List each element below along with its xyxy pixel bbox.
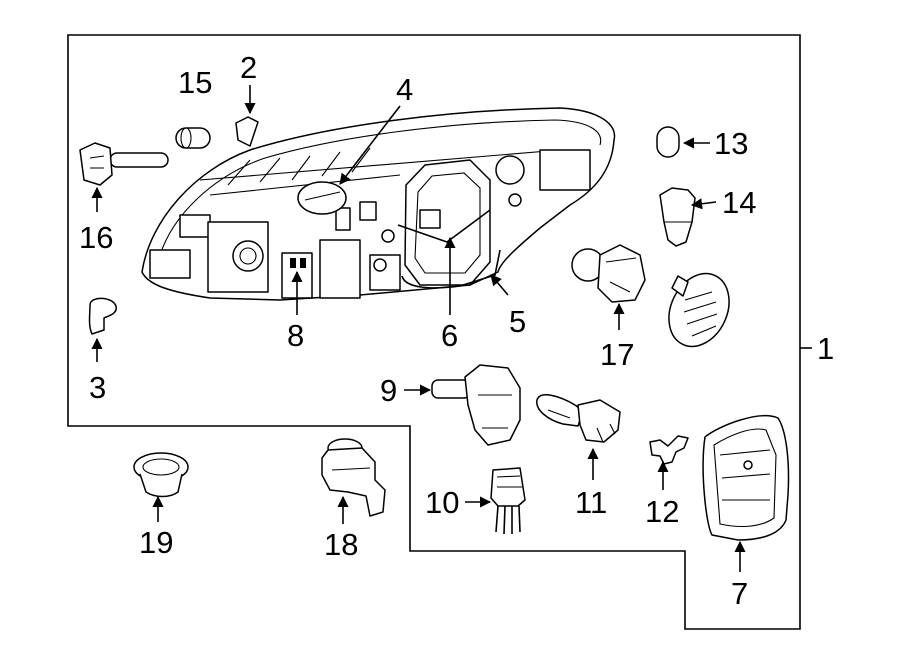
callout-3: 3 [89,370,106,405]
callout-9: 9 [380,373,397,408]
callout-2: 2 [240,50,257,85]
clip-2 [235,116,259,147]
bulb-9 [431,364,521,446]
callout-7: 7 [731,576,748,611]
callout-16: 16 [79,220,113,255]
connector-3 [88,297,117,335]
bulb-16 [79,142,169,186]
callout-15: 15 [178,65,212,100]
cover-7 [702,415,790,541]
assembly-boundary [67,34,801,630]
callout-18: 18 [324,527,358,562]
connector-10 [490,467,526,535]
bulb-14 [659,187,696,247]
socket-18 [321,438,386,517]
callout-17: 17 [600,337,634,372]
leader-lines [91,85,746,572]
callout-10: 10 [425,485,459,520]
callout-19: 19 [139,525,173,560]
callout-14: 14 [722,185,756,220]
clip-12 [649,435,689,465]
grommet-19 [133,452,189,498]
callout-13: 13 [714,126,748,161]
socket-17 [571,244,646,303]
callout-4: 4 [396,72,413,107]
callout-5: 5 [509,304,526,339]
callout-11: 11 [575,485,607,520]
callout-1: 1 [817,331,834,366]
headlamp-housing [141,107,616,301]
bulb-11 [536,394,621,443]
callout-12: 12 [645,494,679,529]
callout-8: 8 [287,318,304,353]
bulb-13 [656,126,680,158]
cap [668,272,730,348]
callout-6: 6 [441,318,458,353]
bulb-15 [175,127,211,149]
